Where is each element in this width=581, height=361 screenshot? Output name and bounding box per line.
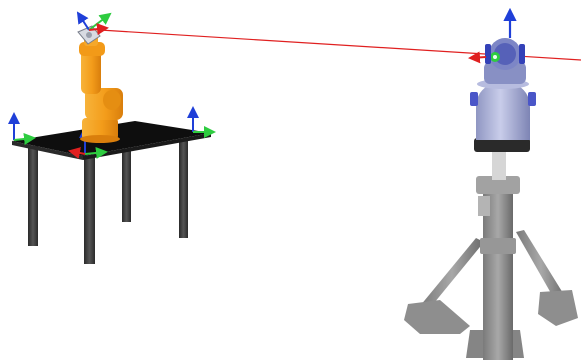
tracker-base bbox=[474, 138, 530, 152]
tripod-leg bbox=[420, 238, 484, 308]
tripod-mast bbox=[492, 150, 506, 180]
work-table[interactable] bbox=[12, 121, 211, 264]
coordinate-frame bbox=[14, 114, 34, 140]
tripod-stand[interactable] bbox=[404, 150, 578, 360]
table-leg bbox=[179, 140, 188, 238]
table-leg bbox=[122, 150, 131, 222]
table-leg bbox=[84, 156, 95, 264]
coordinate-frame bbox=[78, 13, 110, 30]
table-leg bbox=[28, 146, 38, 246]
robot-base-plate bbox=[80, 135, 120, 143]
tracker-body bbox=[476, 84, 530, 140]
laser-tracker[interactable] bbox=[470, 38, 536, 152]
robot-arm[interactable] bbox=[78, 26, 123, 143]
tripod-foot bbox=[404, 300, 470, 334]
tripod-foot bbox=[538, 290, 578, 326]
coordinate-frame bbox=[193, 108, 214, 132]
